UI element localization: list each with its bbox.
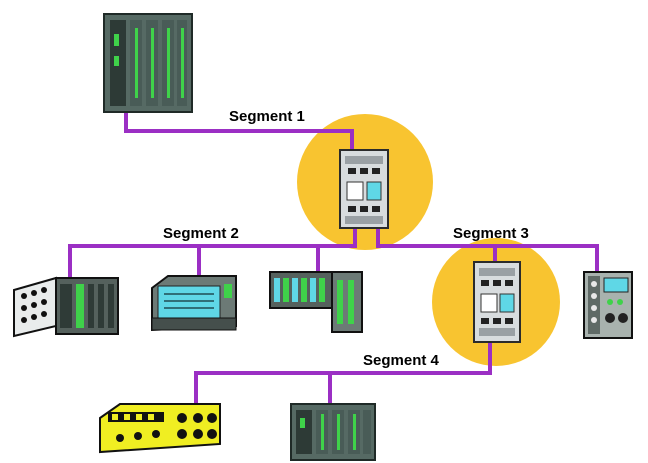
bus-lines xyxy=(68,112,599,405)
repeater-upper-icon xyxy=(339,149,389,229)
segment-1-label: Segment 1 xyxy=(229,108,305,125)
plc-rack-bottom-icon xyxy=(290,403,376,461)
segment-2-line xyxy=(68,228,357,283)
yellow-io-module-icon xyxy=(99,403,221,454)
segment-3-label: Segment 3 xyxy=(453,225,529,242)
io-module-icon xyxy=(13,276,119,338)
segment-2-label: Segment 2 xyxy=(163,225,239,242)
operator-panel-icon xyxy=(151,275,237,332)
segment-4-line xyxy=(194,342,492,405)
segment-4-label: Segment 4 xyxy=(363,352,440,369)
segment-1-line xyxy=(124,112,354,160)
field-device-icon xyxy=(583,271,633,339)
segment-3-line xyxy=(376,228,599,272)
plc-rack-top-icon xyxy=(103,13,193,113)
repeater-lower-icon xyxy=(473,261,521,343)
distributed-io-rack-icon xyxy=(269,271,363,333)
